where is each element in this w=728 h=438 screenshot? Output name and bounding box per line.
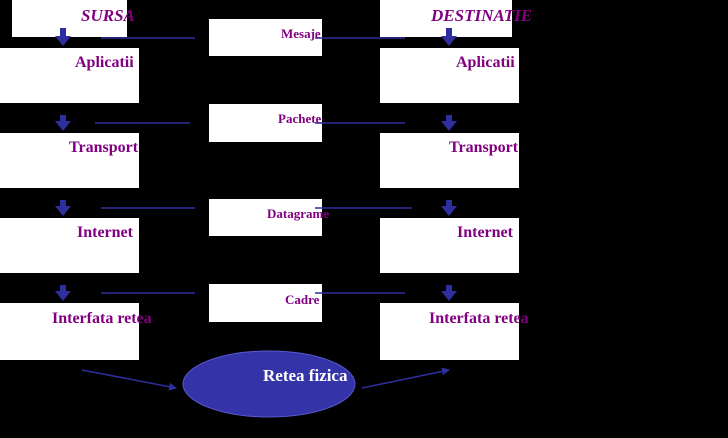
source-transport-box [0, 133, 139, 188]
destination-application-box [380, 48, 519, 103]
source-internet-box [0, 218, 139, 273]
source-transport-label: Transport [69, 139, 139, 156]
source-header: SURSA [81, 6, 135, 25]
source-link-box [0, 303, 139, 360]
source-link-label: Interfata retea [52, 310, 152, 327]
destination-internet-label: Internet [457, 224, 513, 241]
source-header-box [12, 0, 127, 37]
packets-label: Pachete [278, 111, 322, 126]
destination-application-label: Aplicatii [456, 54, 515, 71]
destination-internet-box [380, 218, 519, 273]
physical-network-ellipse [182, 350, 356, 418]
destination-link-box [380, 303, 519, 360]
destination-transport-box [380, 133, 519, 188]
messages-label: Mesaje [281, 26, 321, 41]
physical-network-label: Retea fizica [263, 366, 348, 385]
destination-down-arrows [441, 28, 457, 301]
frames-box [209, 284, 322, 322]
messages-box [209, 19, 322, 56]
datagrams-box [209, 199, 322, 236]
source-application-box [0, 48, 139, 103]
packets-box [209, 104, 322, 142]
source-down-arrows [55, 28, 71, 301]
datagrams-label: Datagrame [267, 206, 330, 221]
frames-label: Cadre [285, 292, 320, 307]
source-application-label: Aplicatii [75, 54, 134, 71]
destination-transport-label: Transport [449, 139, 519, 156]
source-internet-label: Internet [77, 224, 133, 241]
destination-link-label: Interfata retea [429, 310, 529, 327]
destination-header: DESTINATIE [431, 6, 533, 25]
